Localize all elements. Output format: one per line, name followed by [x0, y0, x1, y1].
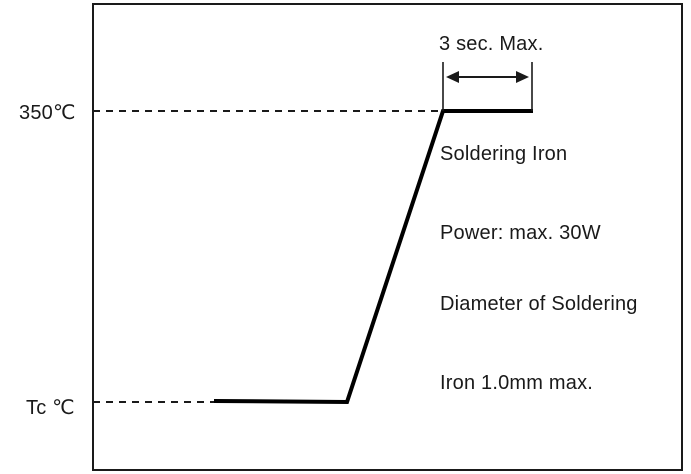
duration-arrowhead-left — [446, 71, 459, 83]
duration-label: 3 sec. Max. — [439, 33, 544, 55]
note-diameter: Diameter of Soldering — [440, 293, 638, 315]
low-temp-label: Tc ℃ — [26, 397, 75, 419]
high-temp-label: 350℃ — [19, 102, 76, 124]
diagram-frame — [92, 3, 683, 471]
temperature-profile-line — [213, 109, 533, 405]
duration-arrowhead-right — [516, 71, 529, 83]
note-iron-size: Iron 1.0mm max. — [440, 372, 594, 394]
note-power: Power: max. 30W — [440, 222, 601, 244]
note-soldering-iron: Soldering Iron — [440, 143, 568, 165]
